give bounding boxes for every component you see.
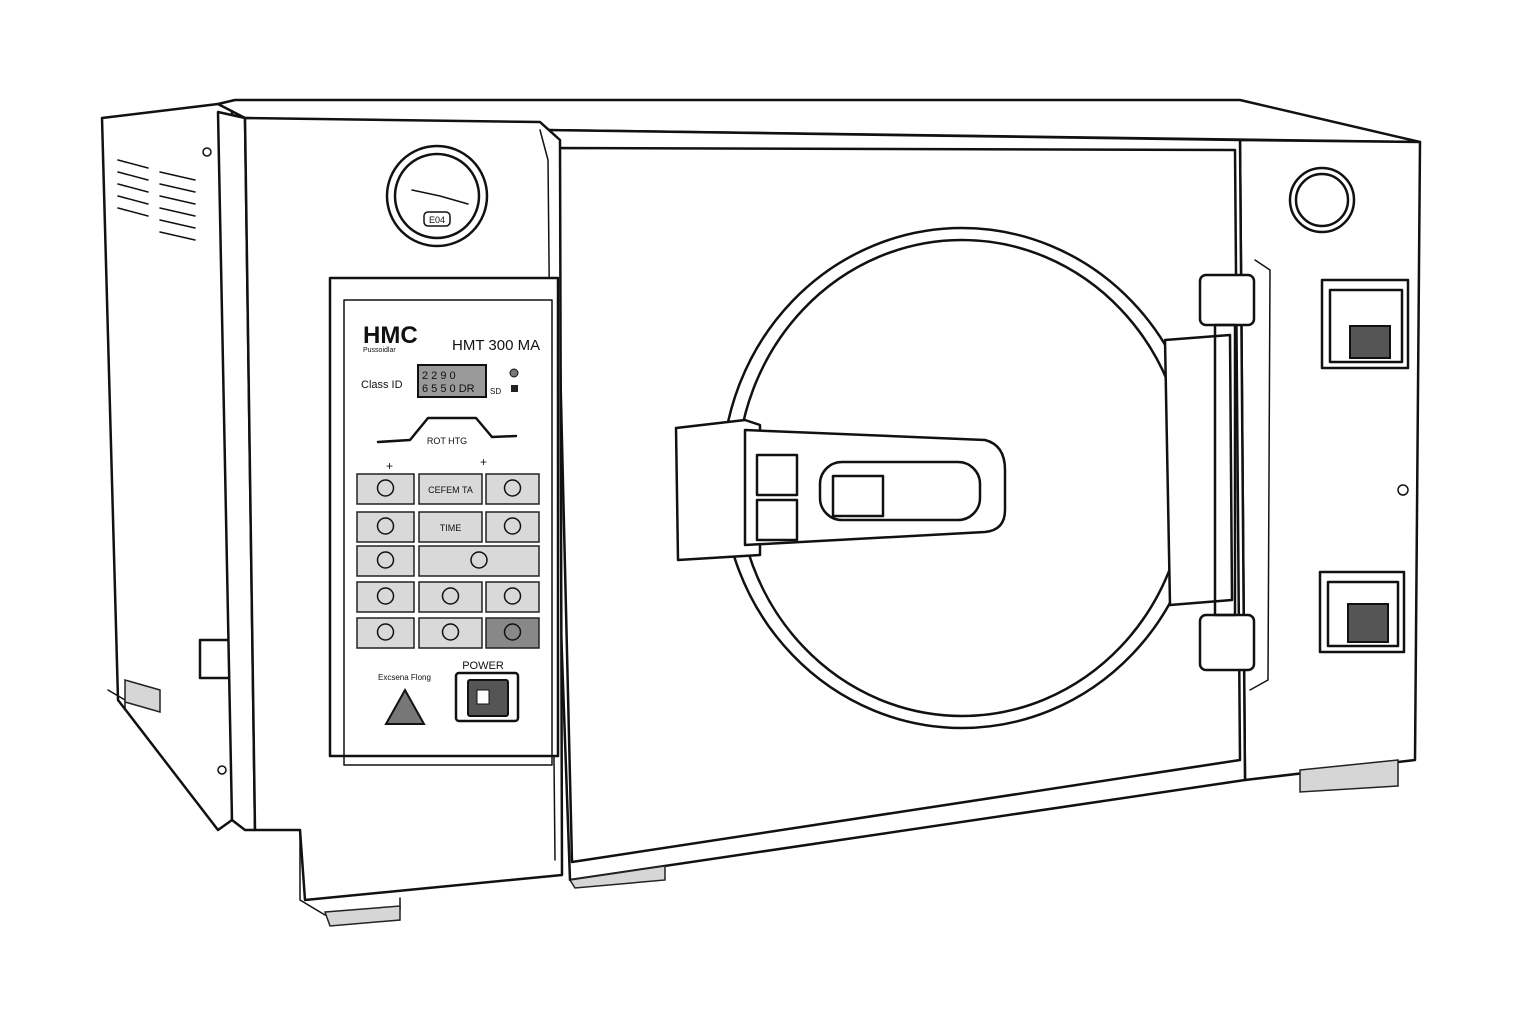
- plus-mark: +: [386, 459, 393, 473]
- fan-icon: [503, 479, 522, 497]
- keypad-button[interactable]: [356, 511, 415, 543]
- plus-mark: +: [480, 455, 487, 469]
- steam-icon: [376, 479, 395, 497]
- keypad-button[interactable]: [356, 581, 415, 613]
- power-label: POWER: [462, 660, 504, 672]
- ball-icon: [503, 587, 522, 605]
- left-side-panel: [100, 102, 234, 832]
- keypad-button[interactable]: [418, 545, 540, 577]
- pressure-gauge: E04: [385, 144, 489, 248]
- warning-label: Excsena Flong: [378, 673, 431, 682]
- flask-icon: [376, 517, 395, 535]
- half-circle-icon: [503, 517, 522, 535]
- brand-logo: HMC: [363, 322, 418, 349]
- class-label: Class ID: [361, 379, 403, 391]
- status-led: [509, 368, 519, 378]
- display-line-2: 6 5 5 0 DR: [422, 383, 475, 395]
- keypad-button[interactable]: [356, 617, 415, 649]
- right-side-panel: [1238, 138, 1422, 793]
- keypad-button[interactable]: [485, 617, 540, 649]
- model-name: HMT 300 MA: [452, 337, 540, 354]
- plus-circle-icon: [441, 623, 460, 641]
- keypad-button[interactable]: [418, 617, 483, 649]
- gauge-label: E04: [429, 215, 445, 225]
- leaf-icon: [376, 551, 395, 569]
- keypad-button[interactable]: [356, 545, 415, 577]
- power-button[interactable]: [454, 671, 520, 723]
- drain-icon: [376, 623, 395, 641]
- keypad-button[interactable]: [356, 473, 415, 505]
- lcd-display: [417, 364, 487, 398]
- arrow-right-icon: [470, 551, 488, 569]
- keypad-button[interactable]: [485, 511, 540, 543]
- side-latch: [198, 638, 234, 680]
- keypad-button[interactable]: CEFEM TA: [418, 473, 483, 505]
- keypad-button[interactable]: [485, 581, 540, 613]
- stop-icon: [503, 623, 522, 641]
- display-side-label: SD: [490, 387, 501, 396]
- keypad-button[interactable]: [485, 473, 540, 505]
- warning-triangle-icon: [384, 687, 426, 725]
- display-line-1: 2 2 9 0: [422, 370, 456, 382]
- keypad-button[interactable]: TIME: [418, 511, 483, 543]
- door-handle[interactable]: [674, 418, 1007, 562]
- indicator-lamp: [1288, 166, 1356, 234]
- bell-icon: [441, 587, 460, 605]
- keypad-label: TIME: [440, 523, 462, 533]
- mode-label: ROT HTG: [427, 436, 467, 446]
- control-panel: HMC Pussoidlar HMT 300 MA Class ID 2 2 9…: [328, 276, 560, 766]
- brand-subtitle: Pussoidlar: [363, 347, 396, 354]
- status-indicator: [511, 385, 518, 392]
- keypad-button[interactable]: [418, 581, 483, 613]
- plus-circle-icon: [376, 587, 395, 605]
- keypad-label: CEFEM TA: [428, 485, 473, 495]
